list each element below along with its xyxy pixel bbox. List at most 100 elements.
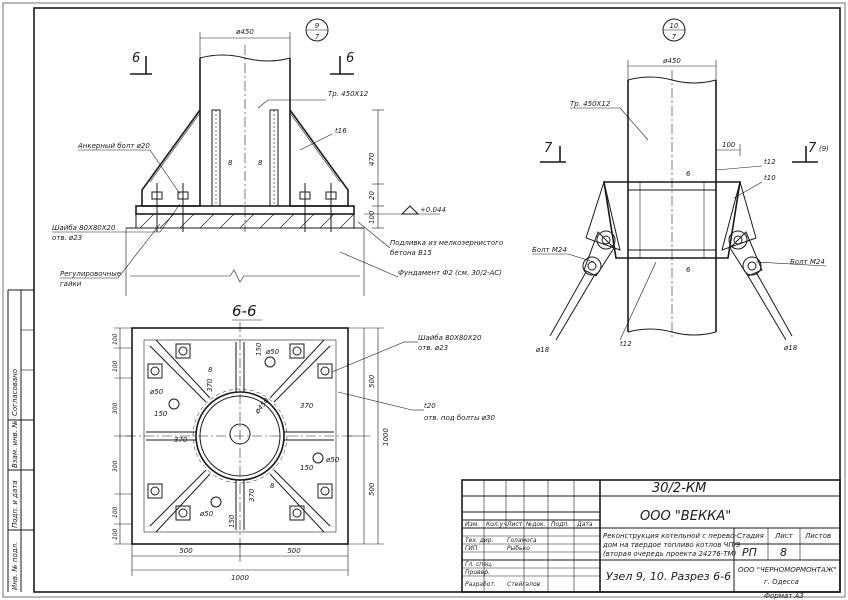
sec-left-100d: 100 <box>112 528 119 540</box>
node9-weld-a: 8 <box>228 159 233 167</box>
tb-col-4: Подп. <box>551 521 569 528</box>
sec-dim150-b: 150 <box>255 342 263 356</box>
stamp-sign-date: Подп. и дата <box>11 480 19 528</box>
tb-project-1: Реконструкция котельной с перево- <box>603 532 737 540</box>
sec-plate-2: отв. под болты ø30 <box>424 414 496 422</box>
node10-t12: t12 <box>764 158 776 166</box>
node9-nuts-2: гайки <box>60 280 82 288</box>
node9-diameter: ø450 <box>235 28 254 36</box>
node9-h100: 100 <box>368 210 376 224</box>
node-9-elevation: 9 7 ø450 6 6 Тр. 450Х12 8 8 t16 <box>52 18 503 296</box>
node10-ref-num: 10 <box>670 22 679 30</box>
node9-nuts-1: Регулировочные <box>60 270 121 278</box>
node9-h470: 470 <box>368 152 376 166</box>
section-6-6: 6-6 <box>112 302 496 582</box>
tb-org-2: г. Одесса <box>764 578 799 586</box>
node9-ref-num: 9 <box>315 22 320 30</box>
node9-anchor-bolt: Анкерный болт ø20 <box>77 142 150 150</box>
node9-level: +0.044 <box>420 206 446 214</box>
sec-dim370-d: 370 <box>248 488 256 502</box>
node9-pipe-label: Тр. 450Х12 <box>328 90 369 98</box>
sec-right-1000: 1000 <box>382 428 390 446</box>
tb-sheets-label: Листов <box>804 532 831 540</box>
node9-h20: 20 <box>368 191 376 200</box>
tb-drawing-title: Узел 9, 10. Разрез 6-6 <box>606 570 731 583</box>
sec-left-300a: 300 <box>112 402 119 414</box>
sec-dim150-a: 150 <box>154 410 168 418</box>
sec-washer-1: Шайба 80Х80Х20 <box>418 334 482 342</box>
tb-role-1: ГИП <box>465 545 478 552</box>
sec-right-500b: 500 <box>368 482 376 496</box>
node10-weld-bot: 6 <box>686 266 691 274</box>
sec-dim50-a: ø50 <box>149 388 164 396</box>
node10-weld-top: 6 <box>686 170 691 178</box>
sec-dim370-a: 370 <box>206 378 214 392</box>
node10-rod-right: ø18 <box>783 344 798 352</box>
drawing-frame <box>33 7 841 593</box>
tb-role-4: Разработ. <box>465 581 496 588</box>
node-10-elevation: 10 7 ø450 Тр. 450Х12 7 7 (9) 100 <box>532 18 829 354</box>
node10-bolt-right: Болт М24 <box>790 258 825 266</box>
sec-left-100a: 100 <box>112 333 119 345</box>
tb-project-3: (вторая очередь проекта 24276-ТМ) <box>603 550 737 558</box>
node10-t12b: t12 <box>620 340 632 348</box>
node10-pipe-label: Тр. 450Х12 <box>570 100 611 108</box>
tb-col-1: Кол.уч. <box>486 521 509 528</box>
sec-washer-2: отв. ø23 <box>418 344 448 352</box>
node10-t10: t10 <box>764 174 776 182</box>
tb-company: ООО "ВЕККА" <box>640 509 731 524</box>
tb-stage: РП <box>742 546 757 559</box>
tb-role-0: Тех. дир. <box>465 537 494 544</box>
node10-rod-left: ø18 <box>535 346 550 354</box>
node10-diameter: ø450 <box>662 57 681 65</box>
sec-dim150-c: 150 <box>300 464 314 472</box>
node9-washer-1: Шайба 80Х80Х20 <box>52 224 116 232</box>
node9-ref-den: 7 <box>315 33 320 41</box>
node9-washer-2: отв. ø23 <box>52 234 82 242</box>
sec-left-300b: 300 <box>112 460 119 472</box>
node10-section-right: 7 <box>808 141 817 156</box>
tb-col-5: Дата <box>576 521 593 528</box>
tb-sheet-label: Лист <box>774 532 794 540</box>
sec-right-500a: 500 <box>368 374 376 388</box>
sec-dim370-b: 370 <box>300 402 314 410</box>
stamp-inv-orig: Инв. № подл. <box>11 542 19 590</box>
sec-dim150-d: 150 <box>228 514 236 528</box>
sec-bot-500b: 500 <box>287 547 301 555</box>
stamp-replace-inv: Взам. инв. № <box>11 420 19 468</box>
sec-dim50-b: ø50 <box>265 348 280 356</box>
tb-name-1: Рыбько <box>507 545 530 552</box>
sec-dim50-c: ø50 <box>325 456 340 464</box>
node9-rib: t16 <box>335 127 347 135</box>
sec-left-100b: 100 <box>112 360 119 372</box>
node10-bolt-left: Болт М24 <box>532 246 567 254</box>
tb-org-1: ООО "ЧЕРНОМОРМОНТАЖ" <box>738 566 837 574</box>
node10-dim100: 100 <box>722 141 736 149</box>
tb-name-0: Голамога <box>507 537 537 544</box>
tb-code: 30/2-КМ <box>652 481 706 496</box>
tb-col-2: Лист <box>506 521 523 528</box>
stamp-agreed: Согласовано <box>11 369 19 416</box>
tb-col-3: №док. <box>525 521 546 528</box>
tb-role-2: Гл. спец. <box>465 561 493 568</box>
tb-name-4: Стейгалов <box>507 581 541 588</box>
sec-weld-b: 8 <box>270 482 275 490</box>
node10-ref-den: 7 <box>672 33 677 41</box>
tb-sheet: 8 <box>780 546 787 559</box>
sec-left-100c: 100 <box>112 506 119 518</box>
sec-dim50-d: ø50 <box>199 510 214 518</box>
node9-section-right: 6 <box>346 51 354 66</box>
tb-col-0: Изм. <box>465 521 479 528</box>
sec-plate-1: t20 <box>424 402 436 410</box>
node9-weld-b: 8 <box>258 159 263 167</box>
node9-grout-1: Подливка из мелкозернистого <box>390 239 503 247</box>
tb-project-2: дом на твердое топливо котлов ЧП/9 <box>602 541 741 549</box>
sec-bot-1000: 1000 <box>231 574 249 582</box>
format-label: Формат А3 <box>764 592 804 600</box>
sec-weld-a: 8 <box>208 366 213 374</box>
side-stamp: Согласовано Взам. инв. № Подп. и дата Ин… <box>7 289 34 592</box>
sec-bot-500a: 500 <box>179 547 193 555</box>
sec-dim370-c: 370 <box>174 436 188 444</box>
